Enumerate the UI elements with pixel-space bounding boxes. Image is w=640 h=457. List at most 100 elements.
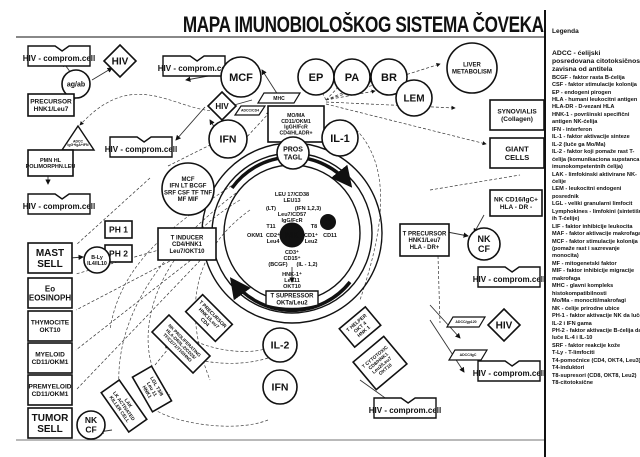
label-line: T PRECURSOR: [403, 231, 447, 237]
nk-core: NK: [285, 231, 300, 242]
legend-item: EP - endogeni pirogen: [552, 89, 612, 96]
ifn-circle-shape: [208, 119, 248, 159]
legend-item: LEM - leukocitni endogeni posrednik: [552, 186, 622, 200]
label-line: CD15⁺: [284, 255, 301, 262]
il1-circle-shape: [321, 119, 359, 157]
legend-item: PH-2 - faktor aktivacije B-ćelija da luč…: [552, 328, 640, 342]
label-line: MCF: [229, 72, 253, 84]
t-precursor-box-frame: [399, 223, 450, 257]
label-line: IgGH/FcR: [284, 125, 308, 131]
mhc-tag-shape: [256, 92, 302, 104]
connector: [429, 304, 461, 339]
label-line: PH 2: [109, 248, 128, 258]
label-line: (LT): [266, 206, 276, 212]
legend-list: ADCC - ćelijski posredovana citotoksično…: [552, 50, 640, 388]
nk-marker-t11: T11: [266, 224, 275, 230]
page-title: MAPA IMUNOBIOLOŠKOG SISTEMA ČOVEKA: [182, 12, 544, 37]
legend-item: IL-2 - faktor koji pomaže rast T-ćelija …: [552, 149, 640, 171]
pa-circle: PA: [345, 72, 360, 84]
label-line: CD11/OKM1: [32, 391, 69, 398]
nk-marker-okm1: OKM1: [247, 233, 263, 239]
label-line: ADCC/CD4: [241, 109, 259, 113]
label-line: CD4/HNK1: [172, 242, 203, 248]
legend-item: Lymphokines - limfokini (sintetišu ih T-…: [552, 208, 640, 223]
label-line: PH 1: [109, 224, 128, 234]
nk-marker-t8: T8: [311, 224, 317, 230]
lgl-box-frame: [131, 365, 173, 413]
label-line: Leu11: [284, 278, 300, 284]
label-line: HLA - DR+: [410, 245, 440, 251]
label-line: LEM: [403, 94, 424, 105]
cycle-arrow-bottom: [229, 277, 352, 313]
hiv-diamond-2-shape: [206, 90, 238, 122]
label-line: SELL: [37, 424, 63, 435]
premyeloid-box-frame: [27, 374, 73, 406]
nk-marker-lt: (LT): [266, 206, 276, 212]
connector: [75, 233, 215, 275]
liver-metabolism-circle-shape: [446, 42, 498, 94]
label-line: OKT10: [283, 284, 301, 290]
label-line: SELL: [37, 259, 63, 270]
legend-item: LAK - limfokinski aktivirane NK-ćelije: [552, 171, 637, 185]
pmn-box-frame: [27, 149, 74, 177]
nk-core-shape: [279, 222, 305, 248]
b-ly-circle-shape: [83, 246, 111, 274]
adcc-gp120-tag-shape: [445, 316, 487, 328]
hiv-comprom-cell-4-frame: [109, 136, 173, 158]
mcf-circle: MCF: [229, 72, 253, 84]
label-line: HNK1/Leu7: [408, 238, 441, 244]
label-line: GIANT: [505, 144, 529, 153]
nk-proliferating-box: NK PROLIFERATINGHLA-DR/IL-2/CD25/TF/CD71…: [150, 313, 212, 375]
label-line: MAST: [36, 248, 64, 259]
label-line: SYNOVIALIS: [497, 109, 537, 116]
nk-marker-bcgf: (BCGF): [268, 262, 287, 268]
hiv-comprom-cell-1-frame: [27, 45, 91, 67]
t-precursor-cd4-box-frame: [184, 293, 234, 343]
legend-item: MHC - glavni kompleks histokompatibilnos…: [552, 283, 614, 297]
label-line: IL-2: [271, 340, 290, 352]
label-line: (IFN 1,2,3): [295, 206, 321, 212]
label-line: CD11: [323, 233, 337, 239]
legend-item: SRF - faktor reakcije kože: [552, 342, 621, 349]
label-line: HNK1/Leu7: [34, 106, 69, 113]
synovialis-box: SYNOVIALIS(Collagen): [489, 99, 545, 131]
label-line: LAK: [123, 398, 134, 410]
label-line: NK CD16/IgC+: [494, 197, 538, 204]
connector: [243, 111, 271, 141]
connector: [75, 241, 215, 351]
hiv-comprom-cell-3: HIV - comprom.cell: [158, 64, 230, 73]
connector: [154, 337, 178, 366]
hiv-diamond-3: HIV: [496, 321, 513, 332]
label-line: Leu4: [267, 239, 281, 245]
hiv-comprom-cell-6: HIV - comprom.cell: [369, 406, 441, 415]
nk-marker-ifn: (IFN 1,2,3): [295, 206, 321, 212]
legend-item: NK - ćelije prirodne ubice: [552, 305, 620, 312]
nk-marker-bottom-1: CD3⁺CD15⁺: [284, 249, 301, 262]
label-line: CD3⁺: [285, 249, 299, 256]
label-line: T INDUCER: [171, 235, 204, 241]
connector: [75, 177, 151, 246]
connector: [325, 101, 456, 110]
legend-item: IL-1 - faktor aktivacije sinteze: [552, 134, 630, 141]
label-line: HIV: [215, 102, 229, 111]
label-line: ag/ab: [67, 81, 85, 88]
adcc-igc-tag-shape: [447, 349, 489, 361]
legend-item: MCF - faktor stimulacije kolonija (pomaž…: [552, 238, 638, 260]
label-line: HIV - comprom.cell: [473, 369, 545, 378]
myeloid-box-frame: [27, 342, 73, 374]
legend-item: BCGF - faktor rasta B-ćelija: [552, 74, 625, 81]
label-line: PRECURSOR: [30, 99, 72, 106]
label-line: BR: [381, 72, 397, 84]
hiv-comprom-cell-2: HIV - comprom.cell: [23, 202, 95, 211]
connector: [325, 89, 376, 101]
